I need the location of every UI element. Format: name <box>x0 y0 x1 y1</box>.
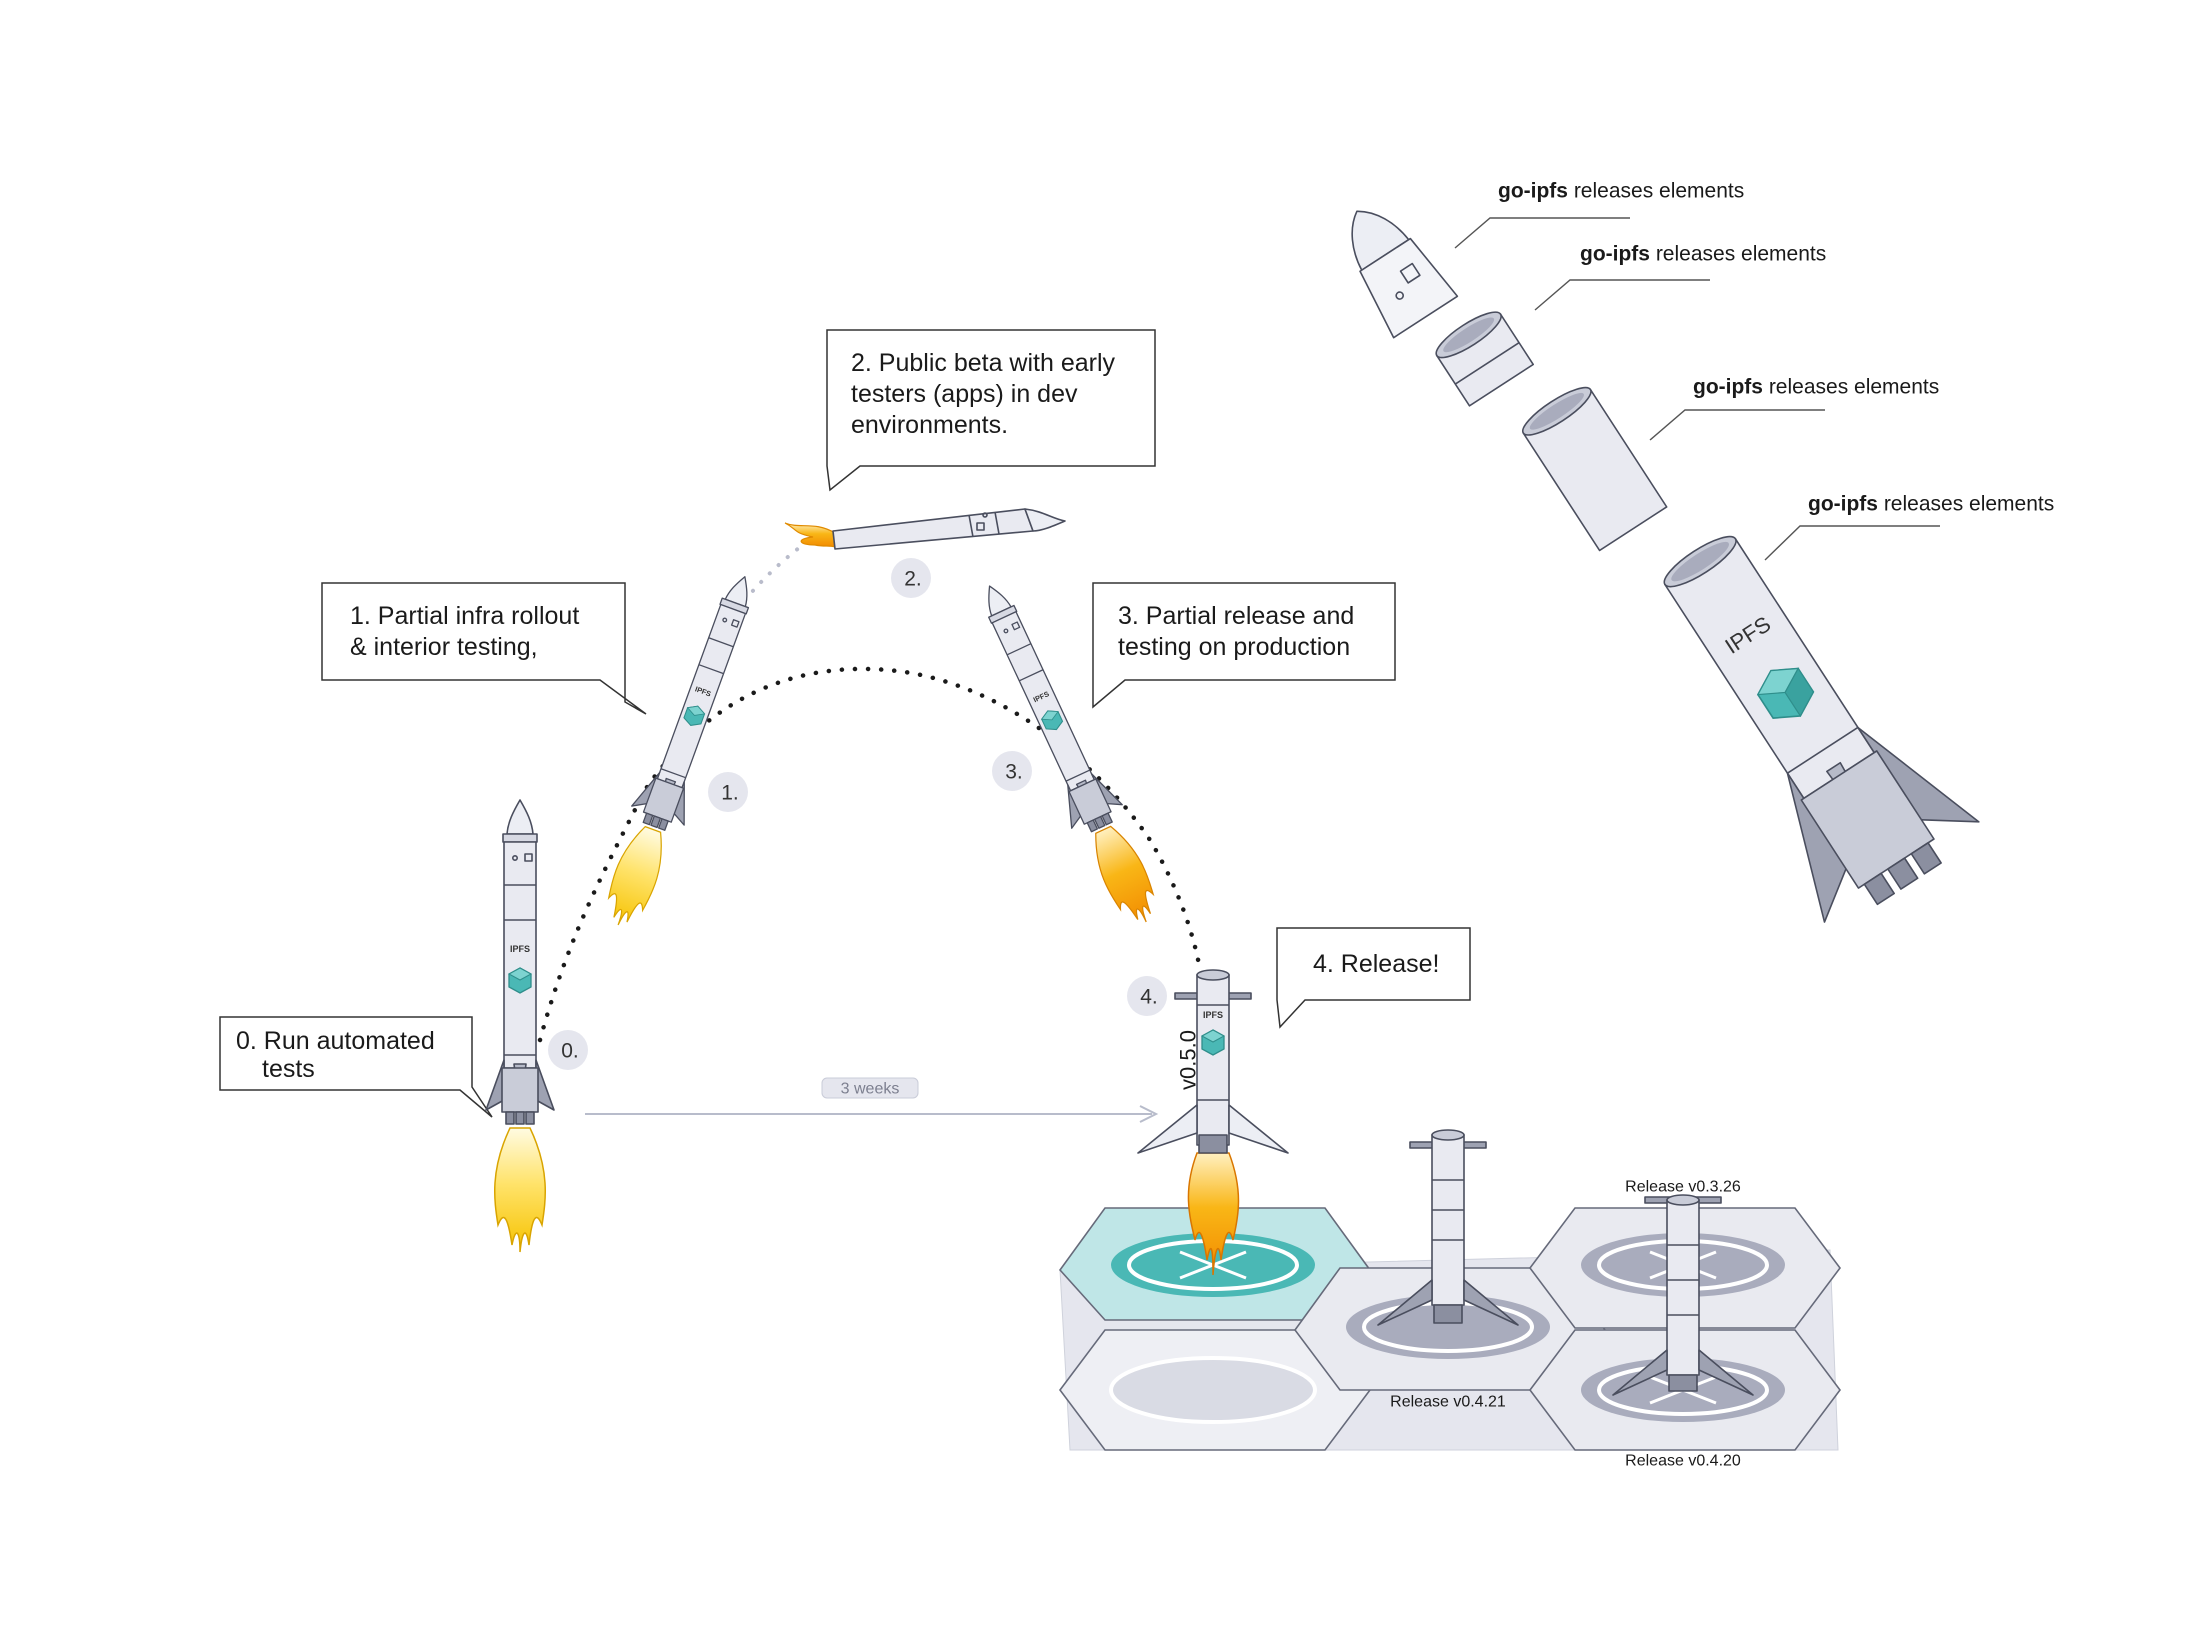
callout-step2-line2: testers (apps) in dev <box>851 380 1078 408</box>
release-label-v0.4.20: Release v0.4.20 <box>1625 1453 1741 1470</box>
step-marker-2: 2. <box>891 558 931 598</box>
svg-text:3.: 3. <box>1005 760 1023 783</box>
timeline-label: 3 weeks <box>841 1081 900 1098</box>
element-nose <box>1351 210 1459 339</box>
element-segment-2 <box>1435 311 1535 407</box>
callout-step3: 3. Partial release and testing on produc… <box>1092 582 1396 709</box>
callout-step2-line1: 2. Public beta with early <box>851 349 1116 377</box>
callout-step2-line3: environments. <box>851 411 1008 439</box>
element-label-3: go-ipfs releases elements <box>1693 375 1939 398</box>
callout-step1-line2: & interior testing, <box>350 633 538 661</box>
flame-step2 <box>784 522 836 548</box>
callout-step1: 1. Partial infra rollout & interior test… <box>321 582 647 715</box>
callout-step3-line1: 3. Partial release and <box>1118 602 1354 630</box>
booster-v0.4.20 <box>1612 1194 1754 1396</box>
svg-text:IPFS: IPFS <box>510 944 530 954</box>
callout-step4: 4. Release! <box>1276 927 1471 1029</box>
flame-step1 <box>607 825 662 926</box>
step-marker-3: 3. <box>992 751 1032 791</box>
rocket-step0: IPFS <box>485 799 555 1253</box>
svg-text:0.: 0. <box>561 1039 579 1062</box>
callout-step0-line1: 0. Run automated <box>236 1027 435 1055</box>
svg-text:IPFS: IPFS <box>1203 1010 1223 1020</box>
rocket-step1: IPFS <box>607 566 772 926</box>
callout-step2: 2. Public beta with early testers (apps)… <box>826 329 1156 492</box>
callout-step0-line2: tests <box>262 1055 315 1083</box>
rocket-step4-landing: IPFS <box>1137 969 1289 1276</box>
step-marker-1: 1. <box>708 772 748 812</box>
callout-step4-line1: 4. Release! <box>1313 950 1439 978</box>
trajectory-dotted-main <box>537 666 1203 1043</box>
rocket-step3: IPFS <box>963 573 1155 923</box>
element-booster: IPFS <box>1663 535 1980 923</box>
element-label-4: go-ipfs releases elements <box>1808 492 2054 515</box>
step-marker-4: 4. <box>1127 976 1167 1016</box>
release-label-v0.4.21: Release v0.4.21 <box>1390 1394 1506 1411</box>
flame-step0 <box>494 1127 546 1253</box>
version-label: v0.5.0 <box>1176 1030 1201 1090</box>
rocket-step2 <box>784 508 1066 550</box>
flame-step3 <box>1095 825 1155 923</box>
release-label-v0.3.26: Release v0.3.26 <box>1625 1179 1741 1196</box>
element-label-1: go-ipfs releases elements <box>1498 179 1744 202</box>
booster-v0.4.21 <box>1377 1129 1519 1326</box>
callout-step0: 0. Run automated tests <box>219 1016 493 1118</box>
svg-text:1.: 1. <box>721 781 739 804</box>
callout-step3-line2: testing on production <box>1118 633 1350 661</box>
step-marker-0: 0. <box>548 1030 588 1070</box>
element-segment-3 <box>1521 386 1668 552</box>
flame-step4 <box>1187 1152 1240 1276</box>
svg-text:4.: 4. <box>1140 985 1158 1008</box>
callout-step1-line1: 1. Partial infra rollout <box>350 602 579 630</box>
timeline: 3 weeks <box>585 1077 1159 1123</box>
element-label-2: go-ipfs releases elements <box>1580 242 1826 265</box>
svg-text:2.: 2. <box>904 567 922 590</box>
exploded-rocket: IPFS go-ipfs releases elements go-ipfs r… <box>1351 179 2054 923</box>
